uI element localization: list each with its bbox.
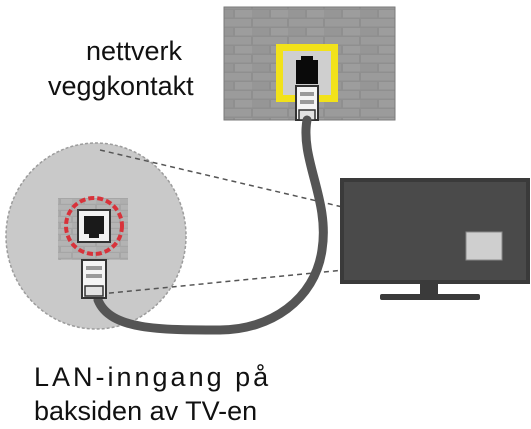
- lan-input-label-line2: baksiden av TV-en: [34, 396, 257, 426]
- highlight-ring: [64, 196, 124, 256]
- tv-icon: [340, 178, 530, 300]
- wall-socket-label-line1: nettverk: [86, 36, 183, 66]
- ethernet-plug-icon: [81, 259, 107, 299]
- wall-socket-label-line2: veggkontakt: [48, 71, 194, 101]
- tv-lan-port-area: [465, 231, 503, 261]
- lan-port-icon: [77, 209, 111, 243]
- lan-input-label-line1: LAN-inngang på: [34, 362, 271, 392]
- ethernet-cable: [93, 115, 328, 335]
- ethernet-plug-icon: [295, 85, 319, 121]
